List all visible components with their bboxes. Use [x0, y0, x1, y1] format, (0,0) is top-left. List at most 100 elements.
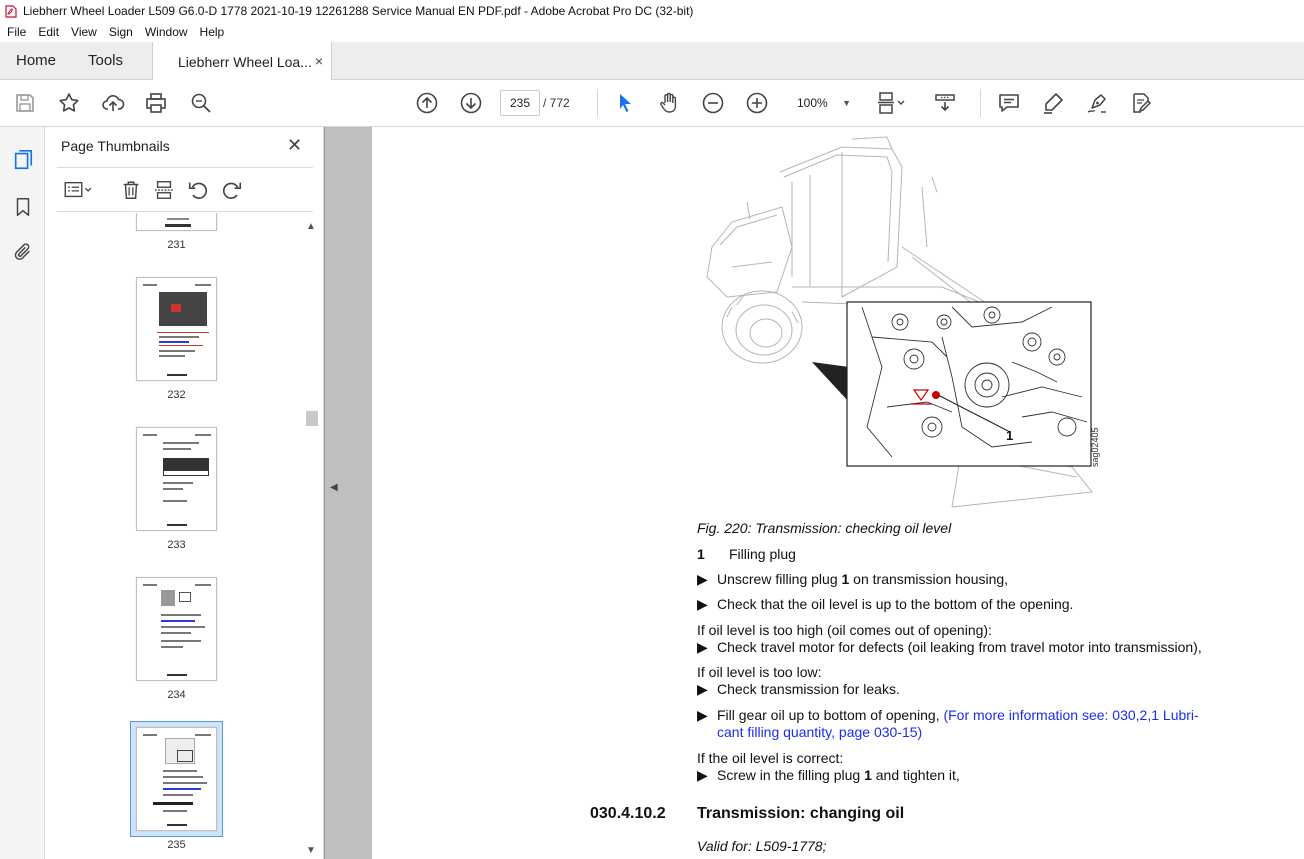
wheel-loader-figure [706, 136, 1093, 508]
toolbar: 235 / 772 100% ▼ [0, 80, 1304, 127]
step-check-travel-motor: ▶Check travel motor for defects (oil lea… [697, 639, 1202, 655]
menu-view[interactable]: View [71, 25, 97, 39]
rotate-clockwise-icon[interactable] [219, 177, 245, 203]
menu-edit[interactable]: Edit [38, 25, 60, 39]
zoom-search-icon[interactable] [188, 90, 214, 116]
tab-document[interactable]: Liebherr Wheel Loa... × [152, 42, 332, 81]
tab-tools[interactable]: Tools [88, 52, 124, 69]
scrollbar-thumb[interactable] [306, 411, 318, 426]
zoom-level-value: 100% [797, 96, 828, 110]
menu-bar: File Edit View Sign Window Help [0, 22, 1304, 42]
next-page-icon[interactable] [458, 90, 484, 116]
page-thumbnails-icon[interactable] [10, 147, 36, 173]
bullet-arrow-icon: ▶ [697, 639, 708, 655]
menu-help[interactable]: Help [199, 25, 225, 39]
thumbnail-list: 231 232 233 [45, 213, 324, 859]
menu-window[interactable]: Window [144, 25, 188, 39]
fit-page-icon[interactable] [874, 90, 910, 116]
panel-divider [57, 167, 313, 168]
tab-bar: Home Tools Liebherr Wheel Loa... × [0, 42, 1304, 81]
thumbnail-options-icon[interactable] [59, 177, 99, 203]
star-icon[interactable] [56, 90, 82, 116]
thumbnail-label: 235 [167, 839, 186, 851]
scroll-down-arrow[interactable]: ▼ [306, 845, 316, 856]
thumbnail-label: 233 [167, 539, 186, 551]
panel-title: Page Thumbnails [61, 138, 170, 154]
zoom-level-dropdown[interactable]: 100% ▼ [789, 90, 857, 116]
bullet-arrow-icon: ▶ [697, 681, 708, 697]
document-page: 1 sag02405 Fig. 220: Transmission: check… [372, 127, 1304, 859]
cross-reference-link[interactable]: (For more information see: 030,2,1 Lubri… [943, 707, 1199, 723]
valid-for-note: Valid for: L509-1778; [697, 838, 827, 854]
comment-icon[interactable] [996, 90, 1022, 116]
scroll-mode-icon[interactable] [932, 90, 958, 116]
scroll-up-arrow[interactable]: ▲ [306, 221, 316, 232]
attachment-paperclip-icon[interactable] [10, 239, 36, 265]
delete-trash-icon[interactable] [118, 177, 144, 203]
cross-reference-link[interactable]: cant filling quantity, page 030-15) [717, 724, 923, 740]
legend-item: 1 Filling plug [697, 546, 796, 562]
step-check-level: ▶Check that the oil level is up to the b… [697, 596, 1074, 612]
toolbar-divider [980, 89, 981, 117]
tab-document-label: Liebherr Wheel Loa... [178, 53, 312, 70]
step-check-leaks: ▶Check transmission for leaks. [697, 681, 900, 697]
step-unscrew-plug: ▶Unscrew filling plug 1 on transmission … [697, 571, 1009, 587]
window-title: Liebherr Wheel Loader L509 G6.0-D 1778 2… [23, 4, 694, 18]
figure-code: sag02405 [1090, 427, 1100, 467]
menu-sign[interactable]: Sign [108, 25, 133, 39]
thumbnail-label: 234 [167, 689, 186, 701]
thumbnail-label: 232 [167, 389, 186, 401]
acrobat-app-icon [5, 4, 17, 18]
bullet-arrow-icon: ▶ [697, 707, 708, 723]
step-screw-in-plug: ▶Screw in the filling plug 1 and tighten… [697, 767, 960, 783]
insert-page-icon[interactable] [151, 177, 177, 203]
figure-callout-number: 1 [1006, 428, 1014, 443]
upload-cloud-icon[interactable] [100, 90, 126, 116]
cross-reference-link-continued: cant filling quantity, page 030-15) [717, 724, 922, 740]
thumbnail-page[interactable] [136, 277, 217, 381]
thumbnail-scrollbar[interactable]: ▲ ▼ [303, 219, 319, 859]
navigation-rail [0, 127, 45, 859]
section-number: 030.4.10.2 [590, 805, 666, 822]
edit-pdf-icon[interactable] [1128, 90, 1154, 116]
zoom-in-icon[interactable] [744, 90, 770, 116]
page-total: / 772 [543, 96, 570, 110]
title-bar: Liebherr Wheel Loader L509 G6.0-D 1778 2… [0, 0, 1304, 22]
condition-too-low: If oil level is too low: [697, 664, 822, 680]
bookmark-icon[interactable] [10, 194, 36, 220]
legend-number: 1 [697, 546, 705, 562]
save-icon[interactable] [12, 90, 38, 116]
thumbnail-label: 231 [167, 239, 186, 251]
condition-correct: If the oil level is correct: [697, 750, 844, 766]
toolbar-divider [597, 89, 598, 117]
page-number-input[interactable]: 235 [500, 90, 540, 116]
close-tab-icon[interactable]: × [314, 53, 323, 69]
bullet-arrow-icon: ▶ [697, 571, 708, 587]
menu-file[interactable]: File [7, 25, 27, 39]
bullet-arrow-icon: ▶ [697, 767, 708, 783]
highlight-pen-icon[interactable] [1040, 90, 1066, 116]
chevron-down-icon: ▼ [842, 98, 851, 108]
legend-text: Filling plug [729, 546, 796, 562]
thumbnail-page-current[interactable] [136, 727, 217, 831]
tab-home[interactable]: Home [16, 52, 57, 69]
close-panel-icon[interactable]: ✕ [287, 135, 303, 155]
previous-page-icon[interactable] [414, 90, 440, 116]
select-cursor-icon[interactable] [612, 90, 638, 116]
collapse-panel-arrow[interactable]: ◀ [330, 482, 338, 493]
thumbnail-page[interactable] [136, 213, 217, 231]
print-icon[interactable] [143, 90, 169, 116]
thumbnail-page[interactable] [136, 577, 217, 681]
step-fill-gear-oil: ▶Fill gear oil up to bottom of opening, … [697, 707, 1199, 723]
bullet-arrow-icon: ▶ [697, 596, 708, 612]
rotate-counterclockwise-icon[interactable] [185, 177, 211, 203]
figure-caption: Fig. 220: Transmission: checking oil lev… [697, 520, 952, 536]
condition-too-high: If oil level is too high (oil comes out … [697, 622, 992, 638]
sign-pen-icon[interactable] [1084, 90, 1110, 116]
hand-tool-icon[interactable] [656, 90, 682, 116]
thumbnail-page[interactable] [136, 427, 217, 531]
section-title: Transmission: changing oil [697, 805, 905, 822]
document-gutter: ◀ [324, 127, 372, 859]
zoom-out-icon[interactable] [700, 90, 726, 116]
page-thumbnails-panel: Page Thumbnails ✕ 231 [45, 127, 324, 859]
